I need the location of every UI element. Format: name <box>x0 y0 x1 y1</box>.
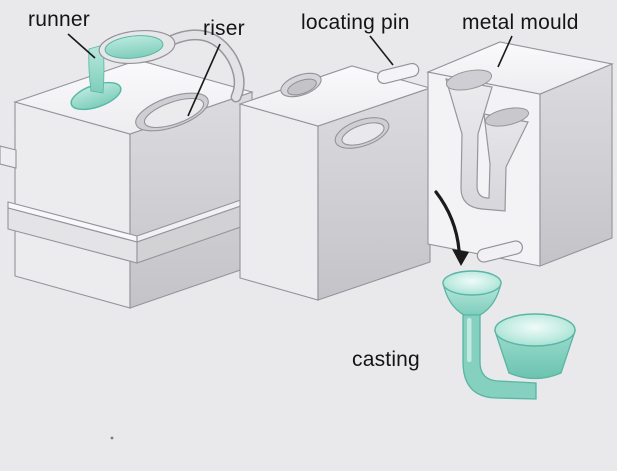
sprue-opening <box>445 69 493 91</box>
cavity-imprint-inner <box>341 122 385 146</box>
metal-mould-leader-line <box>497 35 513 68</box>
artifact-dot <box>110 436 114 440</box>
side-tab <box>0 145 17 169</box>
pouring-ladle <box>88 29 245 103</box>
lower-mould-block <box>238 65 432 301</box>
label-locating-pin: locating pin <box>301 11 410 34</box>
metal-mould-block <box>426 41 614 267</box>
arrow-curve <box>434 190 461 252</box>
cavity-imprint <box>334 117 390 149</box>
cup-cavity-opening <box>484 107 530 127</box>
upper-block-left-face <box>14 101 131 309</box>
ladle-handle <box>164 30 244 101</box>
runner-leader-line <box>67 33 96 59</box>
locating-pin <box>376 62 420 85</box>
runner-notch <box>280 72 322 98</box>
label-riser: riser <box>203 17 245 40</box>
ladle-liquid <box>104 35 164 59</box>
label-casting: casting <box>352 348 420 371</box>
casting-funnel-top <box>442 270 502 296</box>
leader-lines <box>67 33 513 117</box>
riser-recess-inner <box>143 97 205 129</box>
riser-recess <box>135 92 209 132</box>
clamp-band <box>7 193 259 264</box>
casting-runner-tube <box>462 312 537 400</box>
casting-cup-top <box>494 313 576 347</box>
label-runner: runner <box>28 8 90 31</box>
tube-highlight <box>467 318 472 362</box>
riser-leader-line <box>187 43 221 117</box>
casting-part <box>442 270 577 400</box>
locating-pin-leader-line <box>369 35 394 66</box>
pour-arrow <box>434 190 469 266</box>
arrow-head <box>452 249 469 266</box>
locating-pin-lower <box>476 240 523 263</box>
lower-block-left-face <box>239 103 319 301</box>
runner-notch-inner <box>287 78 317 96</box>
upper-mould-block <box>0 59 259 309</box>
mould-right-face <box>539 63 613 267</box>
mould-cavity <box>445 78 529 212</box>
label-metal-mould: metal mould <box>462 11 579 34</box>
